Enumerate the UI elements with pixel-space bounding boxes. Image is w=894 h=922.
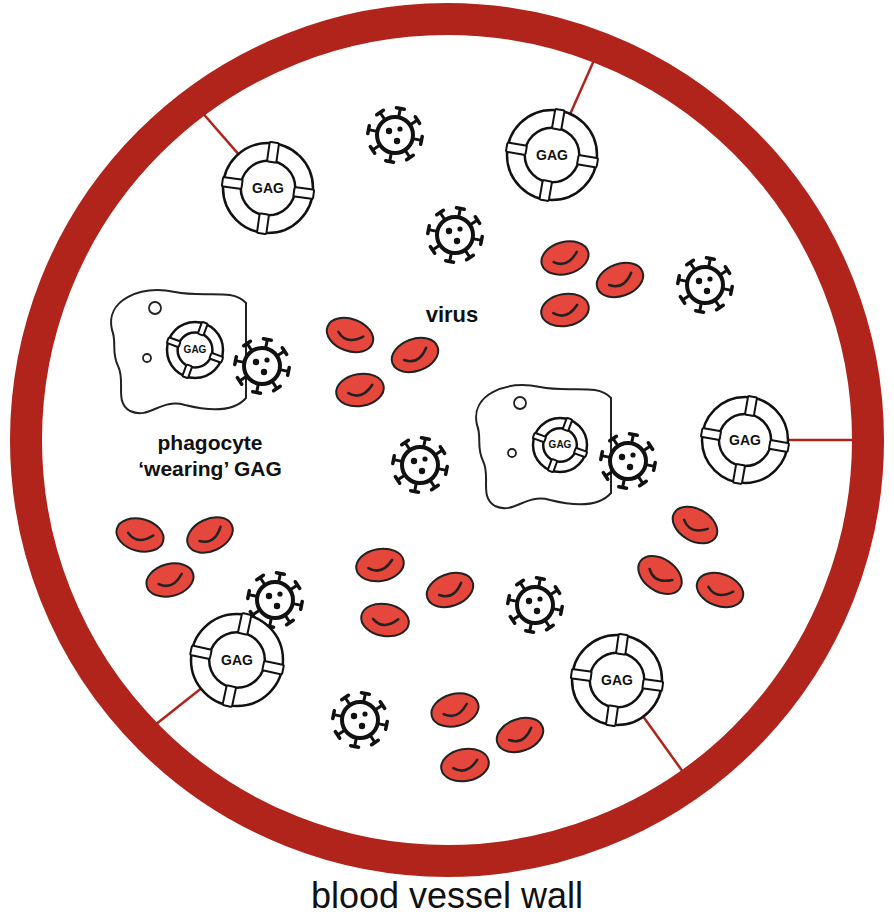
virus-label: virus bbox=[392, 301, 512, 329]
red-blood-cell bbox=[631, 548, 689, 602]
virus-symbol bbox=[428, 208, 483, 263]
gag-label: GAG bbox=[536, 148, 568, 162]
gag-ring: GAG bbox=[700, 395, 790, 485]
vessel-wall-label: blood vessel wall bbox=[237, 873, 657, 918]
gag-label: GAG bbox=[184, 345, 207, 355]
virus-symbol bbox=[678, 258, 733, 313]
red-blood-cell bbox=[334, 370, 387, 410]
red-blood-cell bbox=[538, 236, 593, 279]
red-blood-cell bbox=[666, 499, 724, 551]
phagocyte-label: phagocyte ‘wearing’ GAG bbox=[118, 430, 303, 483]
virus-symbol bbox=[333, 693, 388, 748]
phagocyte bbox=[476, 385, 611, 508]
gag-ring: GAG bbox=[189, 612, 285, 708]
virus-symbol bbox=[368, 108, 423, 163]
gag-ring: GAG bbox=[505, 108, 599, 202]
red-blood-cell bbox=[359, 600, 412, 640]
gag-label: GAG bbox=[221, 653, 253, 667]
gag-label: GAG bbox=[729, 433, 761, 447]
virus-symbol bbox=[235, 339, 290, 394]
phagocyte bbox=[111, 290, 246, 413]
virus-symbol bbox=[601, 434, 656, 489]
red-blood-cell bbox=[422, 567, 478, 613]
red-blood-cell bbox=[354, 545, 407, 585]
gag-label: GAG bbox=[252, 181, 284, 195]
gag-ring: GAG bbox=[165, 320, 225, 380]
viruses bbox=[235, 339, 656, 489]
gag-ring: GAG bbox=[221, 141, 315, 235]
vessel-wall bbox=[26, 19, 868, 861]
gag-label: GAG bbox=[601, 673, 633, 687]
red-blood-cell bbox=[113, 513, 168, 556]
phagocytes bbox=[111, 290, 611, 508]
red-blood-cell bbox=[387, 332, 443, 378]
red-blood-cell bbox=[428, 688, 483, 731]
red-blood-cell bbox=[539, 290, 592, 330]
red-blood-cell bbox=[181, 510, 238, 559]
red-blood-cell bbox=[492, 712, 548, 758]
gag-ring: GAG bbox=[570, 633, 664, 727]
virus-symbol bbox=[393, 438, 448, 493]
viruses bbox=[248, 108, 733, 748]
virus-symbol bbox=[508, 578, 563, 633]
red-blood-cell bbox=[143, 558, 198, 601]
gag-ring: GAG bbox=[531, 416, 589, 474]
gag-label: GAG bbox=[549, 440, 572, 450]
red-blood-cell bbox=[692, 567, 748, 613]
red-blood-cell bbox=[322, 312, 378, 358]
red-blood-cell bbox=[439, 745, 492, 785]
red-blood-cell bbox=[592, 257, 648, 303]
